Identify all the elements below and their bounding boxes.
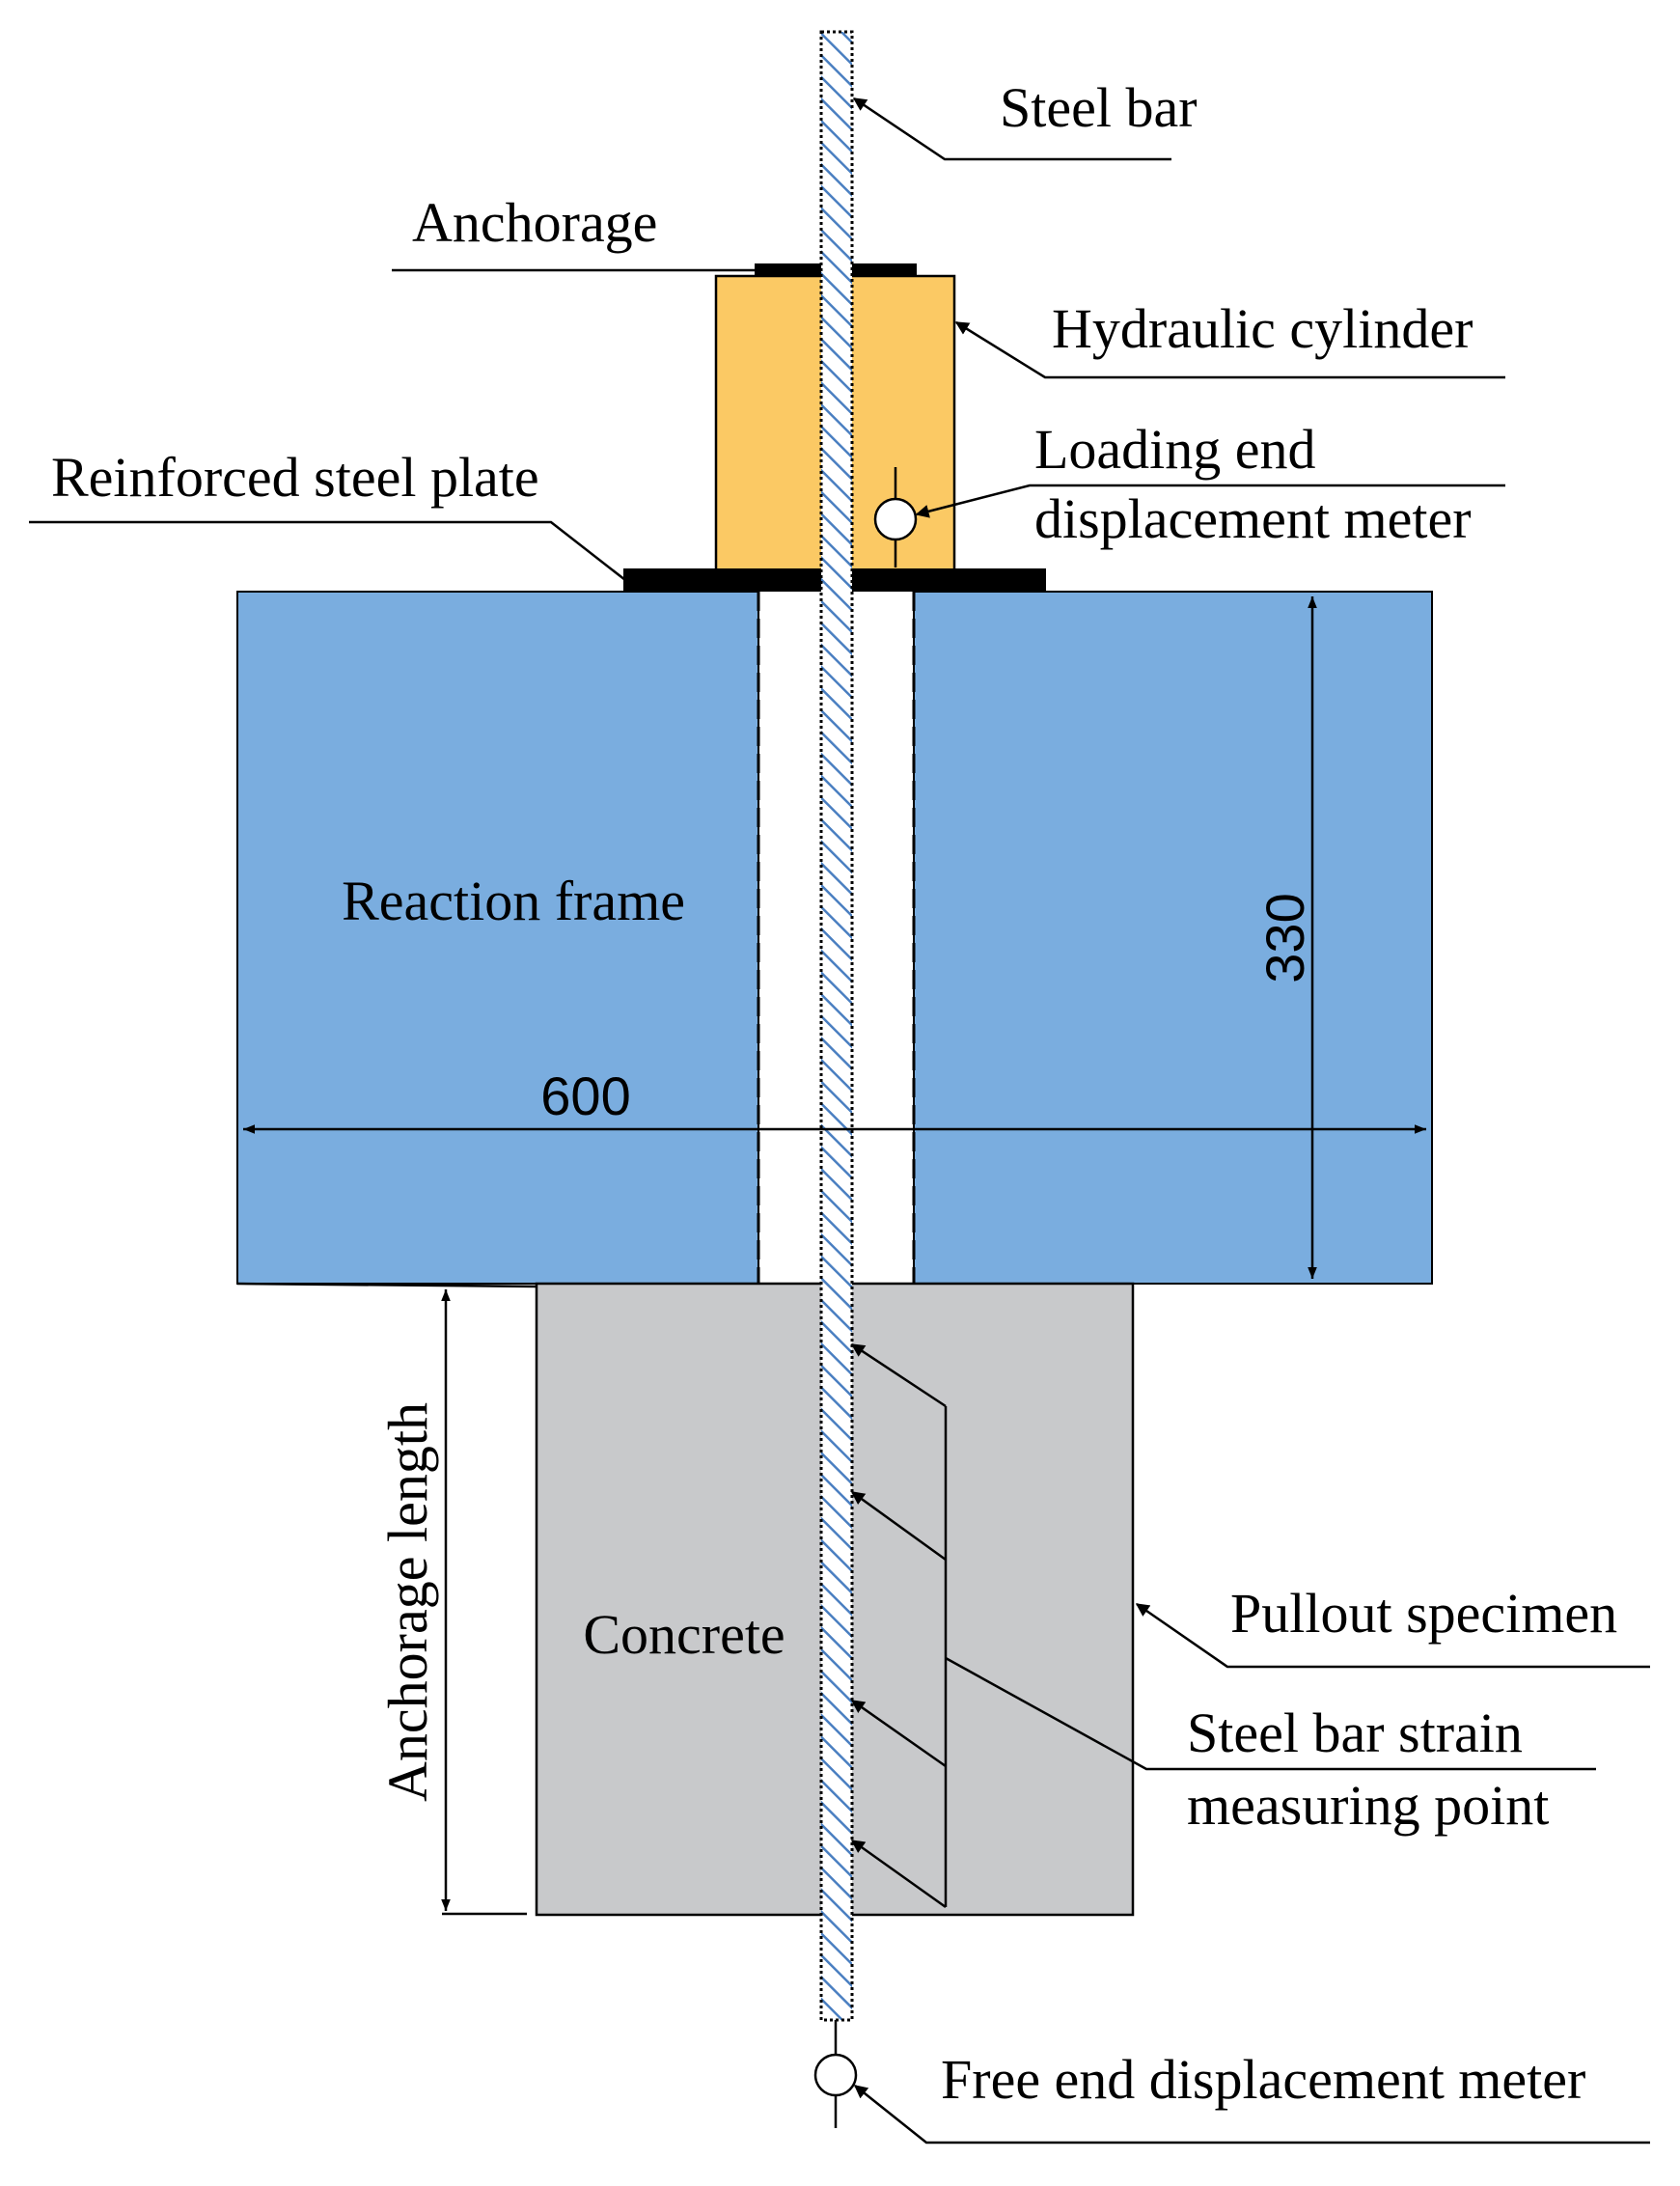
label-hydraulic-cylinder: Hydraulic cylinder — [1052, 297, 1473, 360]
steel-bar — [819, 30, 854, 2022]
label-reinforced-steel-plate: Reinforced steel plate — [51, 446, 539, 509]
reaction-frame-left-block — [236, 591, 759, 1285]
label-free-end-meter: Free end displacement meter — [941, 2048, 1585, 2111]
label-strain-point-line1: Steel bar strain — [1187, 1702, 1523, 1764]
anchorage-length-dimension: Anchorage length — [236, 1282, 537, 1916]
free-end-meter — [813, 2020, 858, 2128]
label-loading-end-line2: displacement meter — [1034, 487, 1472, 550]
dimension-330: 330 — [1254, 596, 1317, 1279]
label-loading-end-line1: Loading end — [1034, 418, 1316, 481]
label-reaction-frame: Reaction frame — [342, 870, 685, 932]
anchorage-length-label: Anchorage length — [376, 1402, 439, 1802]
label-steel-bar: Steel bar — [1000, 76, 1198, 139]
label-concrete: Concrete — [583, 1603, 785, 1666]
dimension-600-label: 600 — [540, 1065, 630, 1126]
label-pullout-specimen: Pullout specimen — [1230, 1582, 1617, 1645]
label-strain-point-line2: measuring point — [1187, 1774, 1549, 1837]
label-anchorage: Anchorage — [412, 191, 657, 254]
dimension-330-label: 330 — [1254, 893, 1315, 982]
loading-end-meter — [873, 467, 918, 567]
leader-lines — [29, 97, 1650, 2144]
dimension-600: 600 — [243, 1065, 1426, 1134]
reaction-frame-right-block — [913, 591, 1433, 1285]
reaction-frame — [236, 591, 1433, 1285]
